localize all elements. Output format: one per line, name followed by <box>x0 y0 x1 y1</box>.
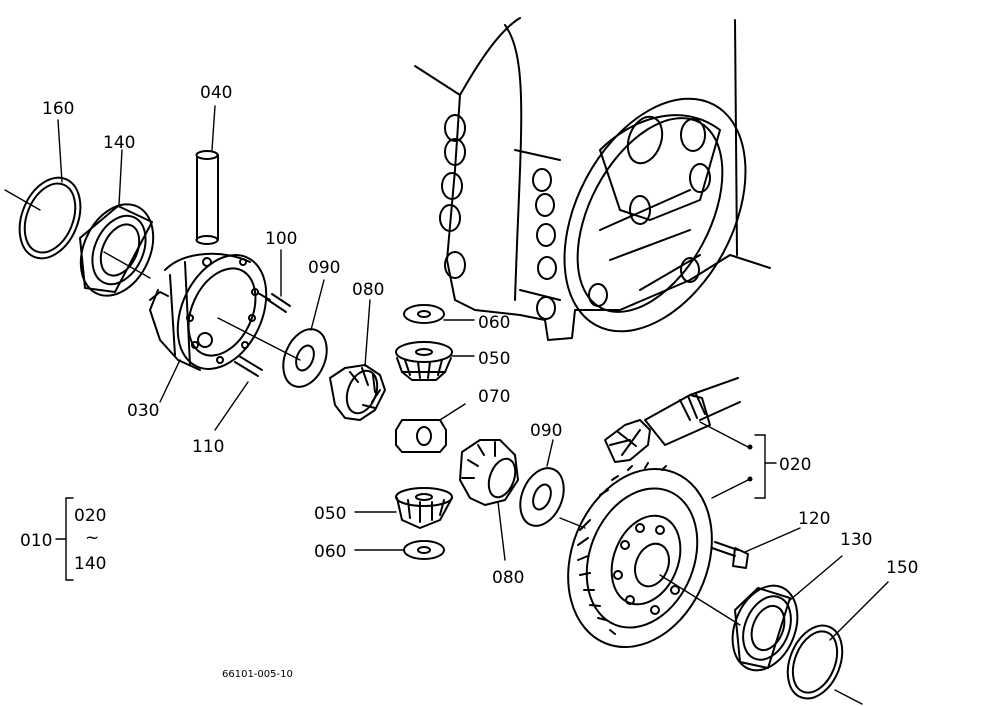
pinion-shaft-070 <box>395 403 466 453</box>
label-part-050-upper: 050 <box>478 349 510 369</box>
assembly-number: 010 <box>20 531 52 551</box>
label-part-120: 120 <box>798 509 830 529</box>
transmission-housing <box>414 17 771 341</box>
pin-110 <box>214 355 263 431</box>
pinion-gear-050-upper <box>395 341 475 381</box>
label-part-140: 140 <box>103 133 135 153</box>
bearing-130 <box>659 555 843 672</box>
shaft-040 <box>195 105 219 245</box>
seal-ring-160 <box>4 119 82 260</box>
ring-gear <box>559 462 713 649</box>
label-part-080-upper: 080 <box>352 280 384 300</box>
figure-code: 66101-005-10 <box>222 669 293 680</box>
seal-ring-150 <box>786 581 889 705</box>
label-part-030: 030 <box>127 401 159 421</box>
assembly-range-end: 140 <box>74 554 106 574</box>
bearing-140 <box>79 149 155 297</box>
label-part-020: 020 <box>779 455 811 475</box>
side-gear-080-lower <box>459 439 519 561</box>
assembly-range-mark: ~ <box>85 528 99 548</box>
washer-060-upper <box>403 304 475 324</box>
label-part-040: 040 <box>200 83 232 103</box>
washer-060-lower <box>354 540 445 560</box>
label-part-050-lower: 050 <box>314 504 346 524</box>
pinion-gear-050-lower <box>354 487 453 529</box>
label-part-080-lower: 080 <box>492 568 524 588</box>
label-part-110: 110 <box>192 437 224 457</box>
assembly-bracket-010 <box>55 497 74 581</box>
label-part-150: 150 <box>886 558 918 578</box>
thrust-washer-090-right <box>519 439 565 527</box>
bevel-pinion-shaft-020 <box>604 377 749 463</box>
label-part-060-upper: 060 <box>478 313 510 333</box>
group-bracket-020 <box>711 434 777 499</box>
label-part-130: 130 <box>840 530 872 550</box>
label-part-100: 100 <box>265 229 297 249</box>
differential-case-030 <box>149 252 301 403</box>
pin-100 <box>257 249 291 313</box>
label-part-090-right: 090 <box>530 421 562 441</box>
label-part-060-lower: 060 <box>314 542 346 562</box>
assembly-range-start: 020 <box>74 506 106 526</box>
label-part-070: 070 <box>478 387 510 407</box>
label-part-160: 160 <box>42 99 74 119</box>
bolt-120 <box>711 527 801 569</box>
label-part-090-left: 090 <box>308 258 340 278</box>
thrust-washer-090-left <box>282 279 328 388</box>
side-gear-080-upper <box>329 299 386 421</box>
